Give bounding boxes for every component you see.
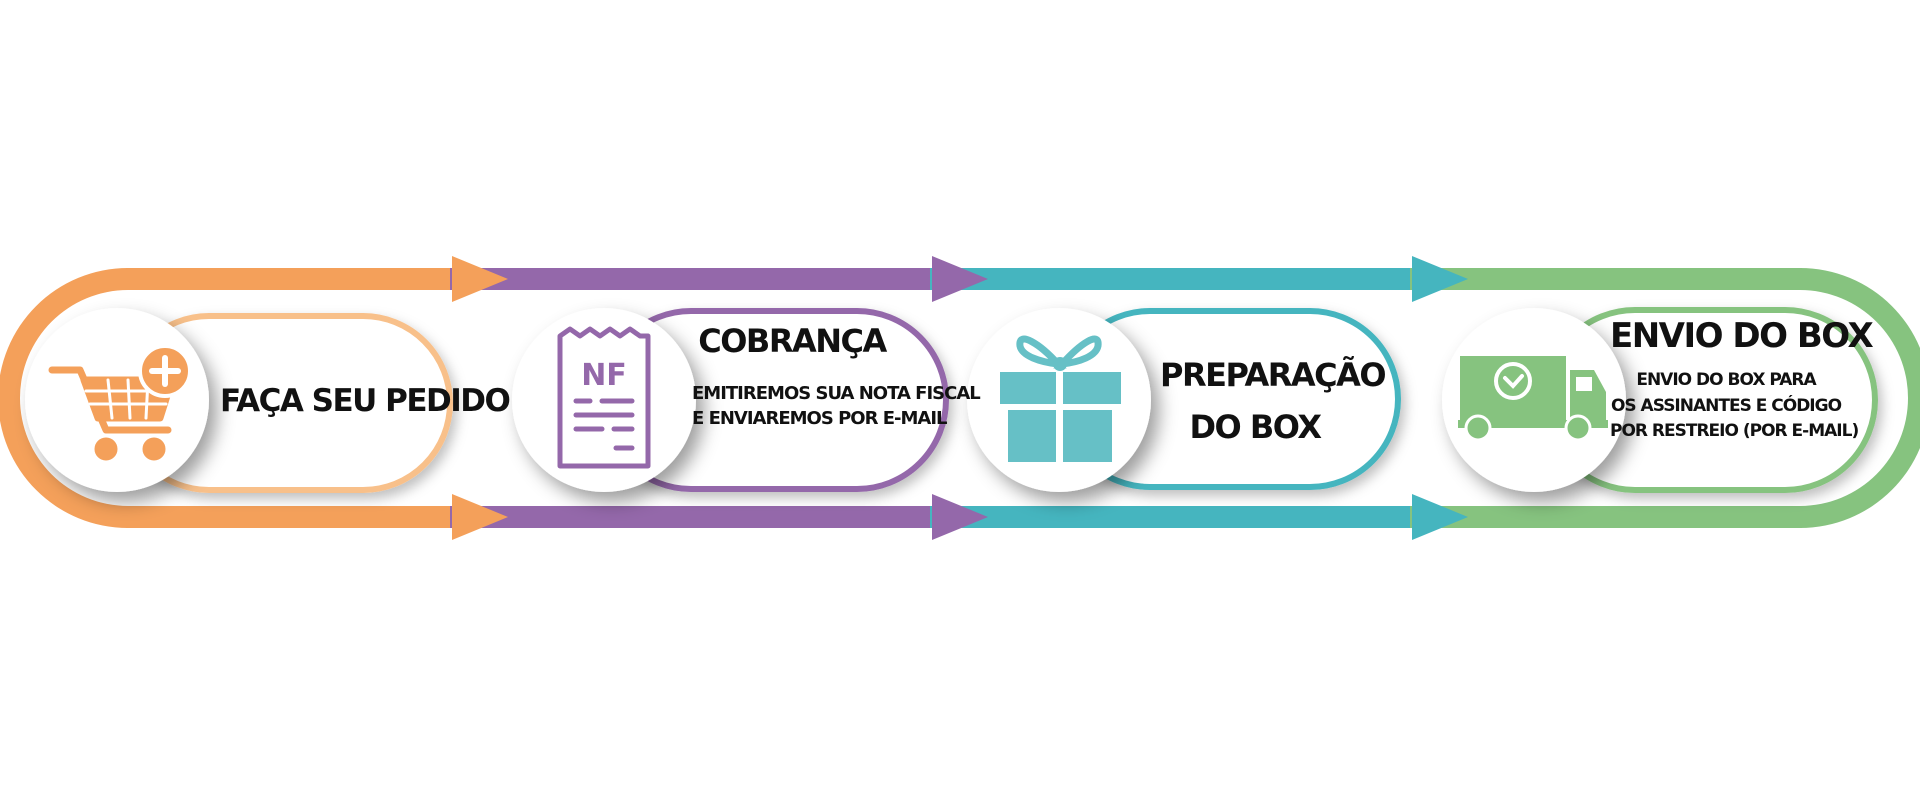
arrow-head-orange-top [452,256,508,302]
step-4-description: ENVIO DO BOX PARA OS ASSINANTES E CÓDIGO… [1610,368,1859,445]
delivery-truck-icon [1458,356,1608,442]
arrow-head-teal-bottom [1412,494,1468,540]
invoice-nf-label: NF [581,358,627,393]
step-2-description-line-1: EMITIREMOS SUA NOTA FISCAL [692,383,981,404]
step-4-title: ENVIO DO BOX [1610,316,1874,357]
step-2-description: EMITIREMOS SUA NOTA FISCAL E ENVIAREMOS … [692,381,981,431]
step-4-description-line-2: OS ASSINANTES E CÓDIGO [1610,395,1842,416]
flow-band-teal-bottom [930,506,1412,528]
step-3-title-line-1: PREPARAÇÃO [1160,356,1387,394]
flow-band-orange-bottom [126,506,452,528]
arrow-head-teal-top [1412,256,1468,302]
step-2-title: COBRANÇA [680,322,904,360]
flow-band-purple-bottom [450,506,932,528]
flow-band-teal-top [930,268,1412,290]
step-1-title: FAÇA SEU PEDIDO [220,383,511,420]
invoice-nf-icon: NF [557,326,651,469]
step-4-description-line-1: ENVIO DO BOX PARA [1636,370,1816,390]
step-4-title-line-1: ENVIO DO BOX [1610,316,1874,356]
step-4-description-line-3: POR RESTREIO (POR E-MAIL) [1610,421,1859,441]
flow-band-green-bottom [1410,506,1802,528]
flow-band-purple-top [450,268,932,290]
gift-box-icon [1000,335,1121,462]
step-2-title-line-1: COBRANÇA [698,322,887,360]
step-3-title: PREPARAÇÃO DO BOX [1160,349,1387,453]
flow-band-green-top [1410,268,1802,290]
arrow-head-orange-bottom [452,494,508,540]
flow-band-orange-cap [0,268,128,528]
arrow-head-purple-bottom [932,494,988,540]
step-3-title-line-2: DO BOX [1189,408,1322,446]
flow-band-green-cap [1800,268,1920,528]
step-1-title-line-1: FAÇA SEU PEDIDO [220,383,511,419]
arrow-head-purple-top [932,256,988,302]
flow-band-orange-top [126,268,452,290]
step-2-description-line-2: E ENVIAREMOS POR E-MAIL [692,408,947,430]
shopping-cart-plus-icon [48,344,192,461]
